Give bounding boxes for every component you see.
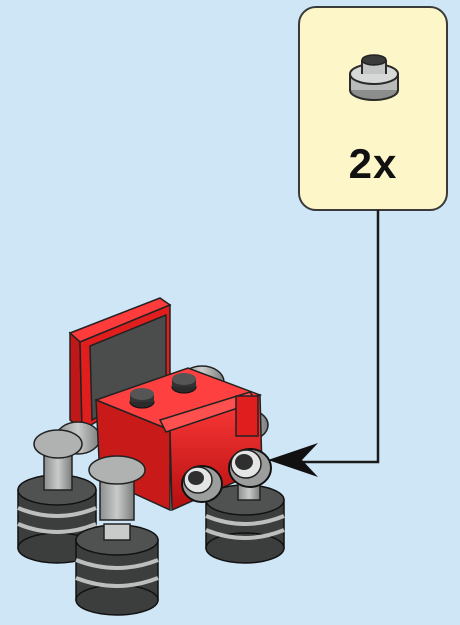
foot-front-left — [76, 524, 158, 615]
round-plate-right — [229, 449, 271, 487]
round-plate-left — [182, 466, 222, 502]
